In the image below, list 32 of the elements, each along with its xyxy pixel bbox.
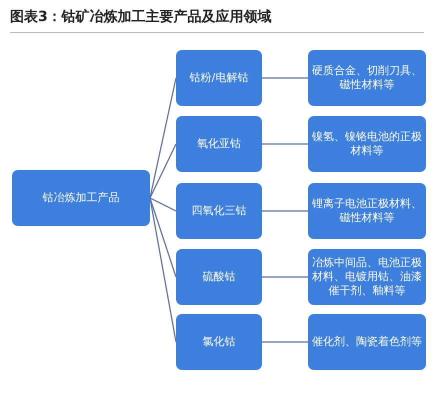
product-box: [308, 50, 426, 106]
title: 图表3：钴矿冶炼加工主要产品及应用领域: [10, 8, 272, 26]
product-label: 氯化钴: [202, 334, 236, 350]
product-label: 锂离子电池正极材料、磁性材料等: [312, 196, 422, 226]
product-label: 催化剂、陶瓷着色剂等: [312, 334, 422, 350]
product-box: [176, 183, 262, 239]
product-box: [308, 183, 426, 239]
product-box: [176, 50, 262, 106]
connector-line: [150, 197, 176, 212]
connector-line: [149, 78, 177, 198]
connector-line: [262, 143, 308, 145]
product-box: [176, 249, 262, 305]
connector-line: [149, 144, 177, 198]
product-box: [308, 116, 426, 172]
connector-line: [149, 198, 177, 278]
product-label: 硬质合金、切削刀具、磁性材料等: [312, 64, 422, 92]
product-box: [308, 249, 426, 305]
connector-line: [262, 77, 308, 79]
product-label: 钴冶炼加工产品: [42, 190, 120, 206]
product-box: [308, 314, 426, 370]
product-label: 四氧化三钴: [192, 204, 246, 218]
product-label: 氧化亚钴: [197, 136, 241, 152]
product-label: 镍氢、镍铬电池的正极材料等: [312, 130, 422, 158]
connector-line: [262, 341, 308, 343]
product-label: 硫酸钴: [202, 270, 236, 284]
connector-line: [262, 276, 308, 278]
product-box: [176, 314, 262, 370]
connector-line: [262, 210, 308, 212]
product-box: [176, 116, 262, 172]
product-box: [12, 170, 150, 226]
product-label: 钴粉/电解钴: [190, 70, 248, 86]
product-label: 冶炼中间品、电池正极材料、电镀用钴、油漆催干剂、釉料等: [312, 256, 422, 298]
